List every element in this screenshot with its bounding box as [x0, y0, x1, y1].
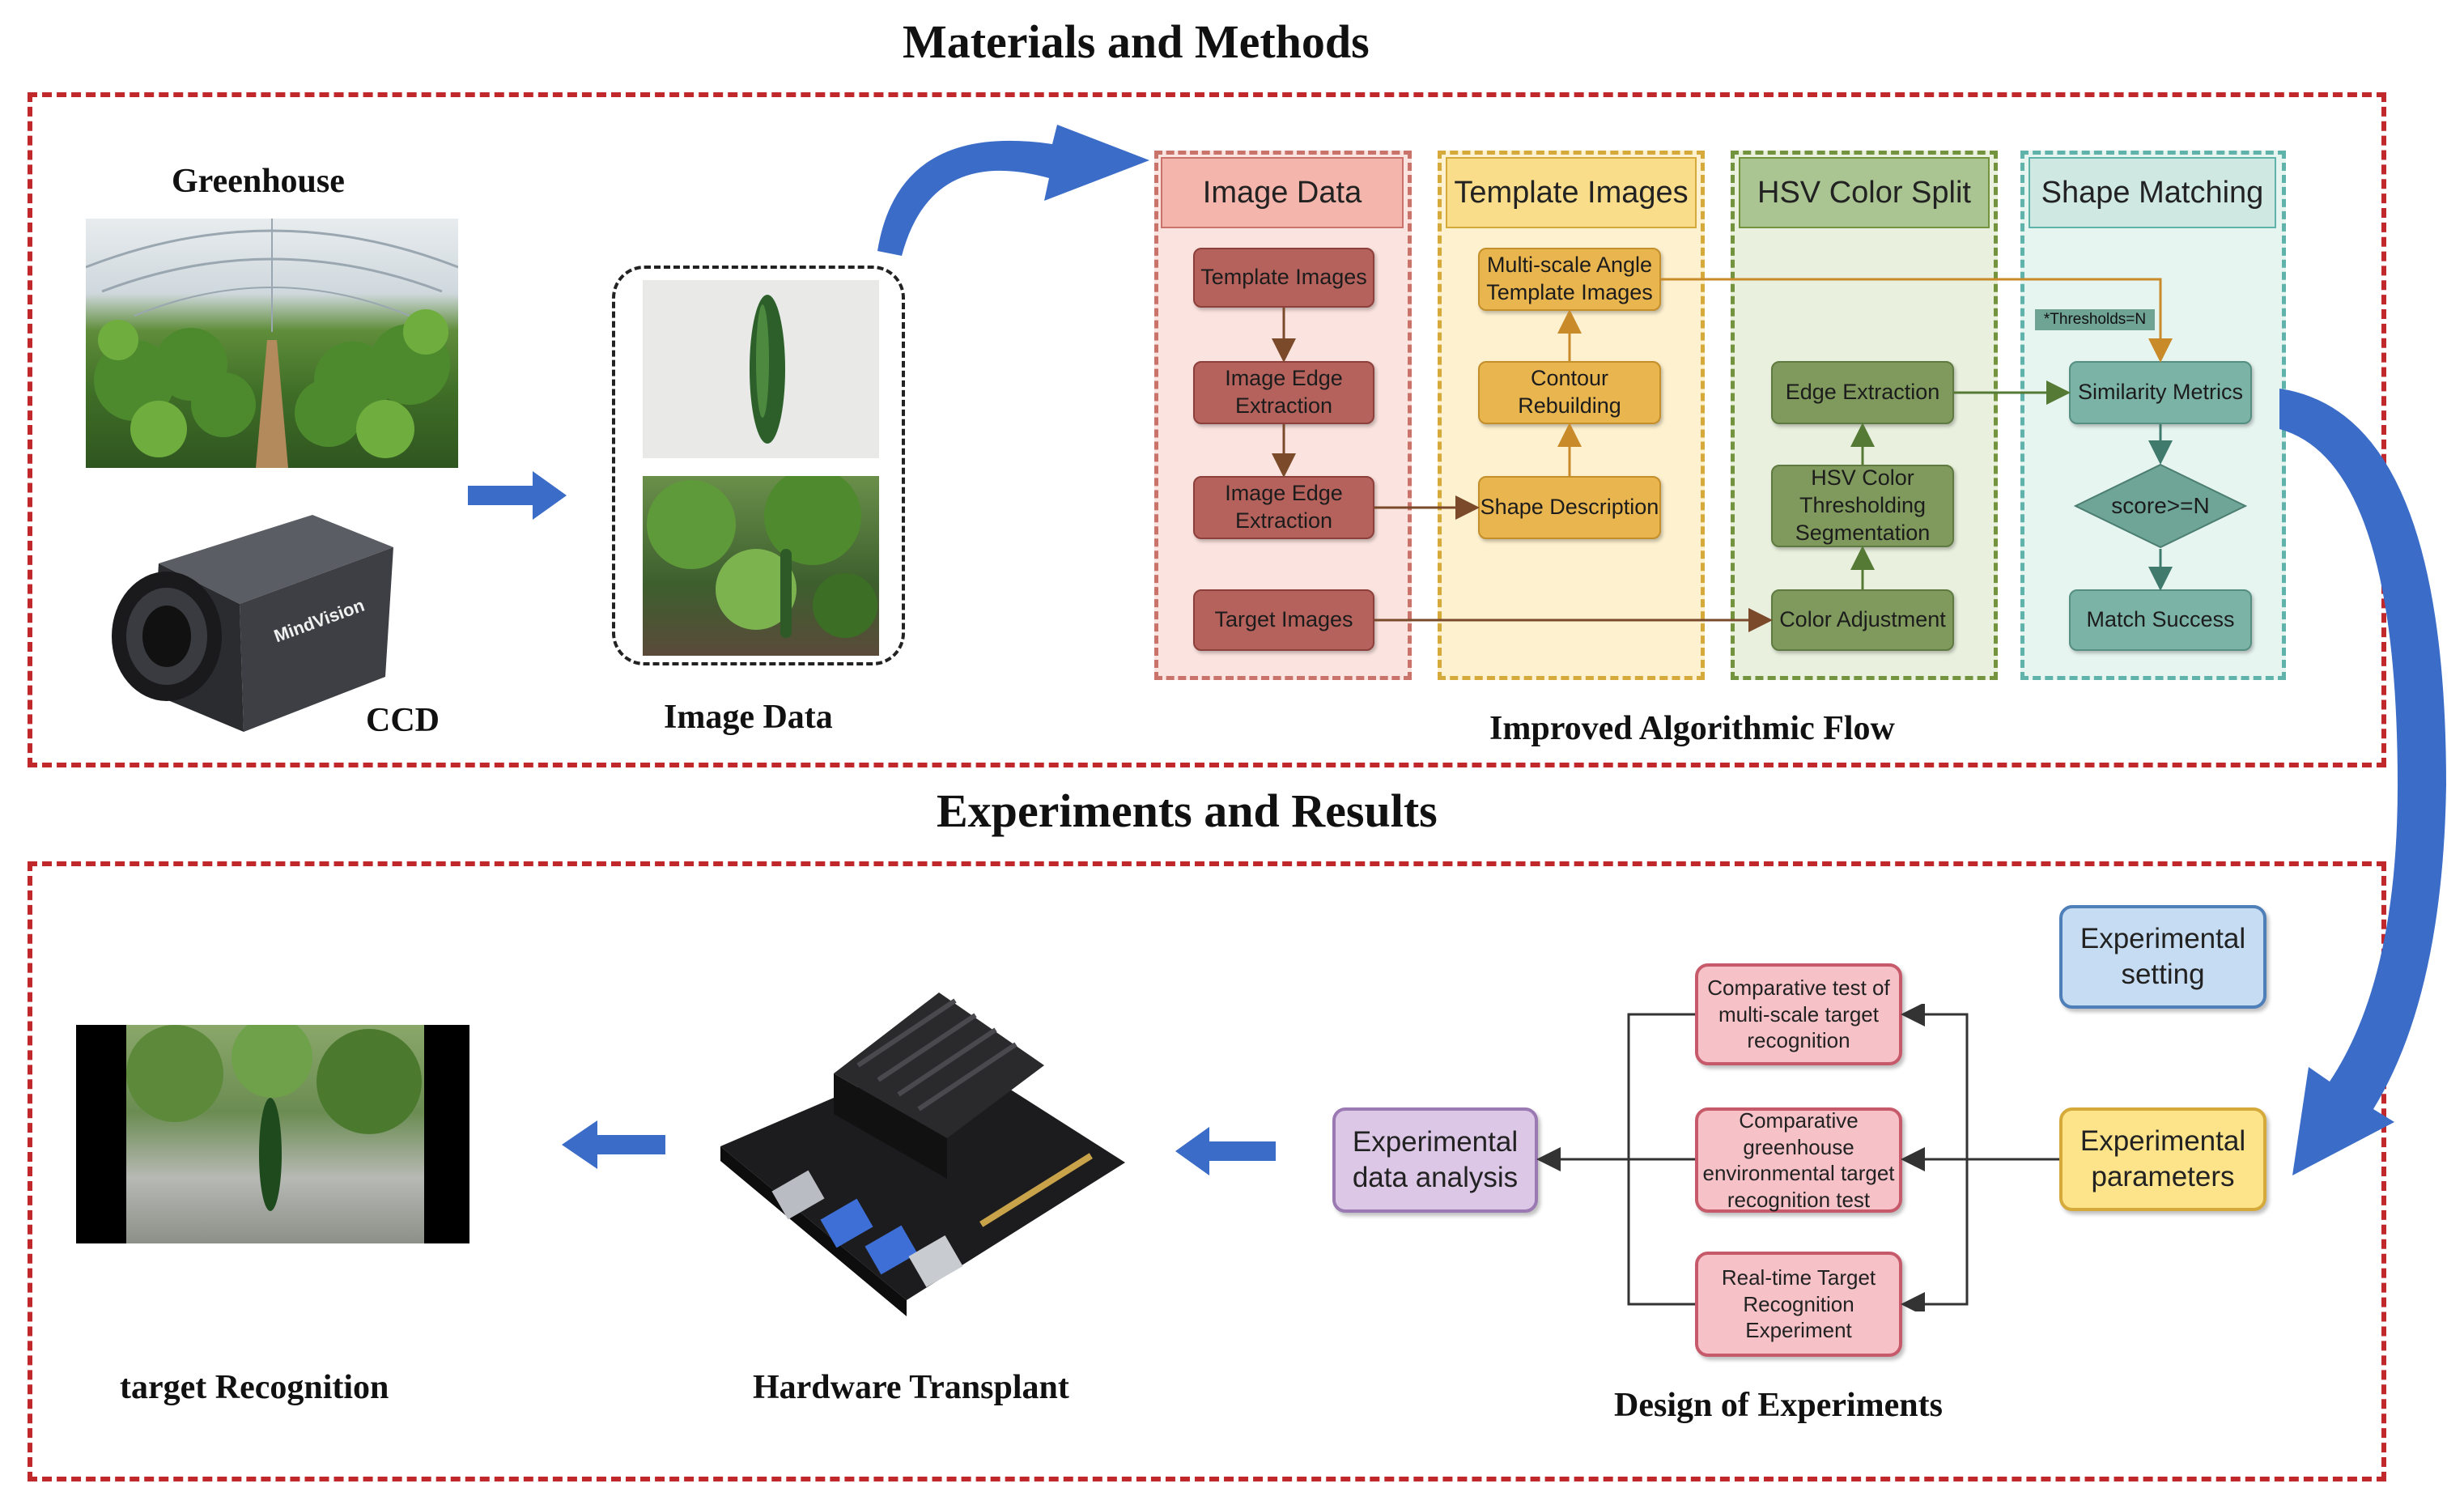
experimental-analysis-box: Experimental data analysis	[1332, 1107, 1538, 1213]
section-title-experiments: Experiments and Results	[937, 784, 1438, 837]
curved-arrow-right-icon	[2279, 389, 2446, 1175]
flow-head-shape: Shape Matching	[2029, 157, 2276, 228]
flow-head-hsv: HSV Color Split	[1739, 157, 1990, 228]
decision-label: score>=N	[2111, 493, 2210, 518]
node-target-images: Target Images	[1193, 589, 1374, 651]
node-match-success: Match Success	[2069, 589, 2252, 651]
greenhouse-photo	[86, 219, 458, 468]
threshold-tag: *Thresholds=N	[2035, 309, 2155, 330]
board-icon	[720, 993, 1125, 1316]
curved-arrow-top-icon	[877, 125, 1149, 256]
node-hsv-thresholding: HSV Color Thresholding Segmentation	[1771, 465, 1954, 547]
leaves-icon	[647, 476, 877, 638]
node-image-edge-extraction-2: Image Edge Extraction	[1193, 476, 1374, 539]
flow-connectors	[1272, 278, 2173, 632]
image-data-label: Image Data	[664, 699, 833, 736]
node-color-adjustment: Color Adjustment	[1771, 589, 1954, 651]
arrow-left-icon-1	[1175, 1127, 1276, 1175]
node-edge-extraction: Edge Extraction	[1771, 361, 1954, 424]
experiments-frame	[28, 861, 2386, 1481]
target-recognition-photo	[76, 1025, 469, 1243]
materials-frame	[28, 92, 2386, 767]
flow-caption: Improved Algorithmic Flow	[1489, 710, 1895, 747]
plant-photo	[643, 476, 879, 656]
camera-icon	[112, 515, 393, 732]
flow-head-template: Template Images	[1446, 157, 1697, 228]
arrow-left-icon-2	[562, 1120, 665, 1169]
node-shape-description: Shape Description	[1478, 476, 1661, 539]
design-caption: Design of Experiments	[1614, 1387, 1943, 1424]
target-caption: target Recognition	[120, 1369, 389, 1406]
cucumber-photo	[643, 280, 879, 458]
cucumber-target-icon	[126, 1025, 422, 1211]
greenhouse-structure-icon	[86, 219, 458, 468]
decision-diamond	[2074, 463, 2247, 549]
experimental-setting-box: Experimental setting	[2059, 905, 2266, 1009]
test-greenhouse-box: Comparative greenhouse environmental tar…	[1695, 1107, 1902, 1213]
image-data-container	[612, 266, 905, 665]
experimental-parameters-box: Experimental parameters	[2059, 1107, 2266, 1211]
ccd-camera-photo: MindVision	[102, 515, 403, 732]
section-title-materials: Materials and Methods	[903, 15, 1370, 68]
cucumber-icon	[750, 295, 785, 444]
node-contour-rebuilding: Contour Rebuilding	[1478, 361, 1661, 424]
node-similarity-metrics: Similarity Metrics	[2069, 361, 2252, 424]
hardware-caption: Hardware Transplant	[753, 1369, 1069, 1406]
node-template-images: Template Images	[1193, 248, 1374, 308]
greenhouse-label: Greenhouse	[172, 163, 345, 200]
experiment-connectors	[1536, 1004, 2059, 1311]
arrow-right-icon	[468, 471, 567, 520]
node-multiscale-template: Multi-scale Angle Template Images	[1478, 248, 1661, 311]
test-realtime-box: Real-time Target Recognition Experiment	[1695, 1252, 1902, 1357]
ccd-label: CCD	[366, 702, 440, 739]
hardware-board-photo	[704, 976, 1133, 1320]
flow-head-image-data: Image Data	[1161, 157, 1404, 228]
